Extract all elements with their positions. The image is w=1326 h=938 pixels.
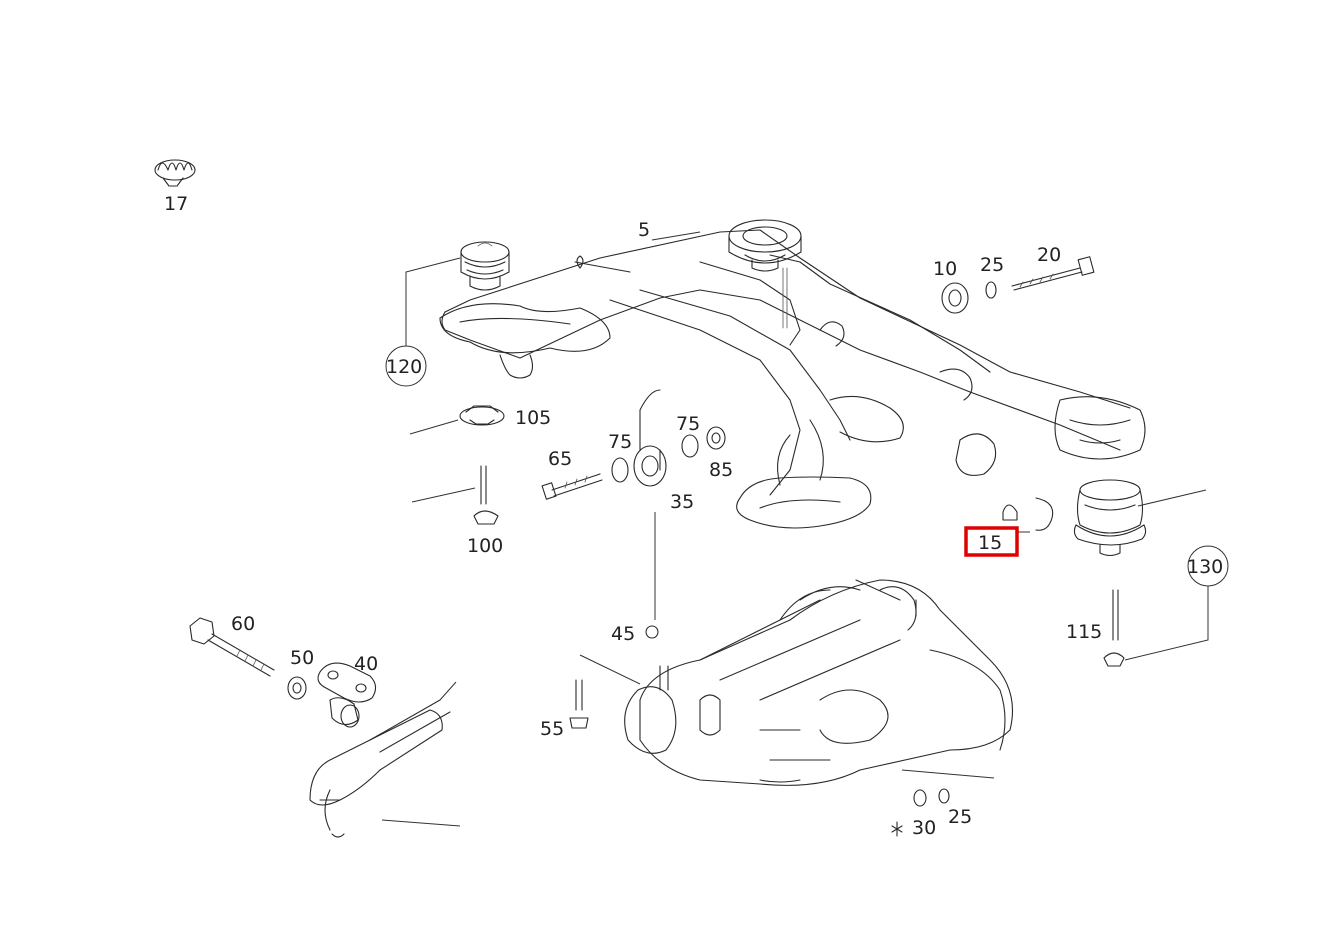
- label-35: 35: [670, 491, 694, 513]
- label-75-a: 75: [608, 431, 632, 453]
- part-105-nut[interactable]: [459, 405, 505, 426]
- label-10: 10: [933, 258, 957, 280]
- label-130: 130: [1187, 556, 1223, 578]
- leader-130: [1124, 584, 1209, 661]
- part-45-nut[interactable]: [645, 625, 659, 639]
- part-25-washer-bottom[interactable]: [938, 788, 950, 804]
- part-60-bolt[interactable]: [189, 617, 275, 677]
- part-15-stop-buffer[interactable]: [1002, 497, 1054, 533]
- part-85-nut[interactable]: [706, 426, 726, 450]
- label-85: 85: [709, 459, 733, 481]
- part-115-bolt[interactable]: [1103, 589, 1125, 667]
- label-25-bottom: 25: [948, 806, 972, 828]
- part-25-washer-top[interactable]: [985, 281, 997, 299]
- label-65: 65: [548, 448, 572, 470]
- part-17-clip[interactable]: [154, 159, 196, 187]
- part-35-bearing[interactable]: [633, 389, 667, 487]
- part-5-rear-axle-carrier[interactable]: [439, 219, 1147, 557]
- label-40: 40: [354, 653, 378, 675]
- label-100: 100: [467, 535, 503, 557]
- part-10-bushing[interactable]: [941, 282, 969, 314]
- label-50: 50: [290, 647, 314, 669]
- leader-120: [405, 257, 461, 350]
- callout-circle-120: [385, 345, 427, 387]
- leader-100: [411, 487, 476, 503]
- leader-5: [651, 231, 701, 241]
- part-55-plug[interactable]: [569, 679, 589, 729]
- label-75-b: 75: [676, 413, 700, 435]
- drive-shaft-flange[interactable]: [309, 681, 461, 838]
- callout-circle-130: [1187, 545, 1229, 587]
- part-130-mount-right[interactable]: [1073, 479, 1147, 557]
- leader-105: [409, 419, 459, 435]
- part-75-washer-b[interactable]: [681, 434, 699, 458]
- label-120: 120: [386, 356, 422, 378]
- label-105: 105: [515, 407, 551, 429]
- label-45: 45: [611, 623, 635, 645]
- part-100-screw[interactable]: [473, 465, 499, 525]
- label-60: 60: [231, 613, 255, 635]
- part-40-bracket[interactable]: [317, 662, 377, 728]
- differential-housing[interactable]: [624, 579, 1014, 786]
- part-20-bolt[interactable]: [1011, 256, 1095, 291]
- label-115: 115: [1066, 621, 1102, 643]
- highlight-box-15: [964, 526, 1019, 557]
- label-15: 15: [978, 532, 1002, 554]
- label-30: 30: [912, 817, 936, 839]
- label-17: 17: [164, 193, 188, 215]
- part-75-washer-a[interactable]: [611, 457, 629, 483]
- label-5: 5: [638, 219, 650, 241]
- part-65-bolt[interactable]: [541, 473, 603, 500]
- label-20: 20: [1037, 244, 1061, 266]
- leader-diff-right: [901, 769, 995, 779]
- leader-diff-left: [579, 654, 641, 685]
- part-30-washer[interactable]: [891, 789, 927, 837]
- label-25-top: 25: [980, 254, 1004, 276]
- label-55: 55: [540, 718, 564, 740]
- part-120-mount-top-left[interactable]: [460, 241, 510, 291]
- leader-130-top: [1137, 489, 1207, 507]
- part-50-washer[interactable]: [287, 676, 307, 700]
